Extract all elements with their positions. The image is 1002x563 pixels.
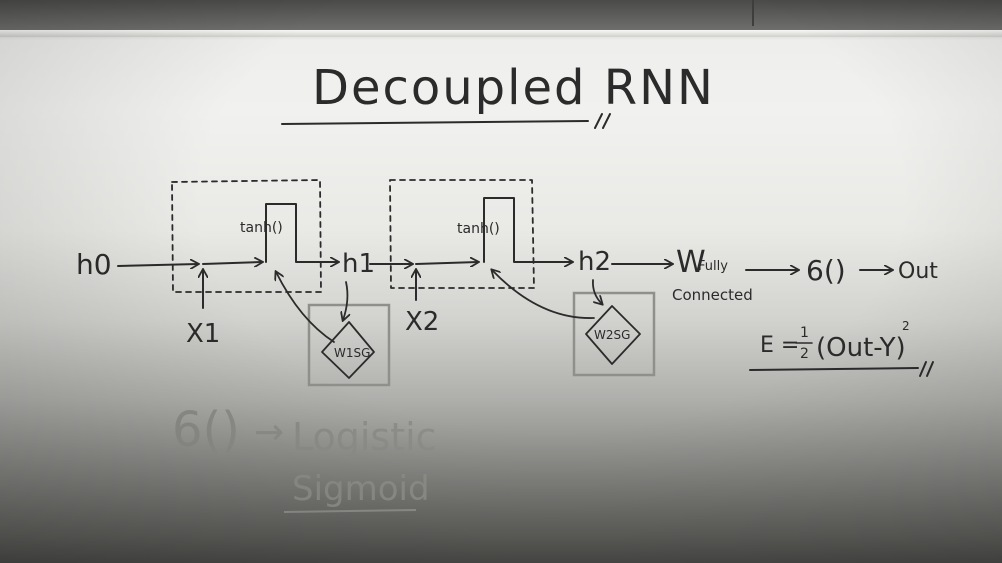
title: Decoupled RNN bbox=[312, 60, 715, 116]
tanh-2-pulse bbox=[483, 197, 572, 262]
cell-1-box bbox=[171, 179, 322, 293]
erased-note: 6() → Logistic Sigmoid bbox=[172, 402, 437, 513]
tanh-1-pulse bbox=[265, 203, 338, 262]
x2-label: X2 bbox=[405, 307, 439, 337]
w1sg-to-cell1-arrow bbox=[276, 272, 335, 343]
h1-to-w1sg-arrow bbox=[343, 281, 347, 320]
w2sg-frame bbox=[572, 291, 656, 377]
w2sg-to-cell2-arrow bbox=[492, 270, 595, 319]
w-label: W bbox=[676, 245, 706, 280]
w2sg-diamond bbox=[585, 305, 641, 365]
h0-label: h0 bbox=[76, 248, 112, 281]
cell-1-merge-line bbox=[202, 262, 262, 264]
tanh-1-label: tanh() bbox=[240, 220, 283, 236]
h2-label: h2 bbox=[578, 247, 611, 277]
fully-label: Fully bbox=[698, 259, 728, 274]
erased-sigma: 6() bbox=[172, 402, 240, 458]
erased-underline bbox=[283, 509, 417, 513]
whiteboard-top-rail bbox=[0, 30, 1002, 37]
erased-arrow: → bbox=[254, 412, 284, 453]
title-underline bbox=[281, 120, 589, 125]
loss-lhs: E = bbox=[760, 333, 799, 358]
loss-body: (Out-Y) bbox=[816, 333, 906, 363]
x1-label: X1 bbox=[186, 319, 220, 349]
h2-to-w2sg-arrow bbox=[592, 279, 602, 304]
erased-word-logistic: Logistic bbox=[292, 415, 437, 459]
loss-half-denominator: 2 bbox=[800, 346, 809, 362]
title-end-marks bbox=[594, 113, 611, 129]
frame-seam bbox=[752, 0, 754, 26]
w2sg-label: W2SG bbox=[594, 328, 630, 342]
out-label: Out bbox=[898, 259, 938, 284]
tanh-2-label: tanh() bbox=[457, 221, 500, 237]
loss-end-marks bbox=[919, 361, 934, 377]
cell-2-box bbox=[389, 179, 535, 289]
h0-arrow bbox=[117, 264, 198, 266]
connected-label: Connected bbox=[672, 286, 753, 304]
erased-word-sigmoid: Sigmoid bbox=[292, 469, 430, 509]
sigma-label: 6() bbox=[806, 254, 846, 287]
loss-half-numerator: 1 bbox=[800, 325, 809, 341]
w1sg-label: W1SG bbox=[334, 346, 370, 360]
ceiling-frame bbox=[0, 0, 1002, 30]
w1sg-diamond bbox=[321, 321, 375, 379]
loss-underline bbox=[749, 367, 919, 371]
cell-2-merge-line bbox=[415, 262, 478, 264]
w1sg-frame bbox=[307, 303, 391, 387]
loss-exponent: 2 bbox=[902, 319, 910, 333]
